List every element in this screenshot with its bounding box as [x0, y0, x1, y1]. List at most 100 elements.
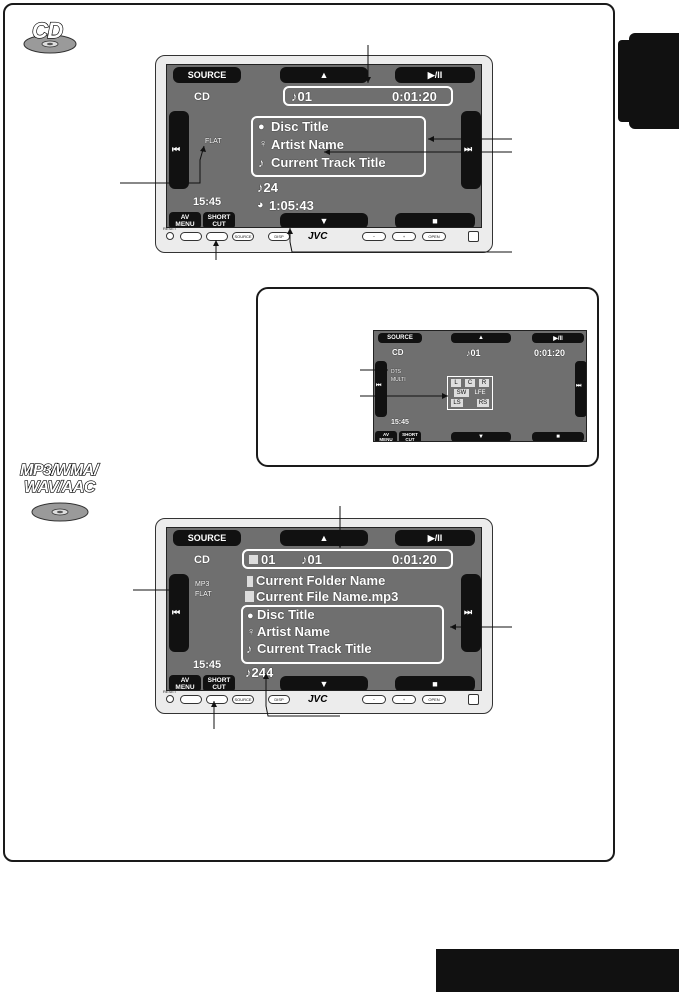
down-button[interactable]: ▼	[280, 676, 368, 690]
channel-ls: LS	[451, 399, 463, 407]
display-button[interactable]: DISP	[268, 695, 290, 704]
source-button[interactable]: SOURCE	[378, 333, 422, 343]
tag-info-box	[241, 605, 444, 664]
stop-icon: ■	[432, 679, 438, 689]
av-menu-label-2: MENU	[175, 683, 195, 691]
source-button[interactable]: SOURCE	[173, 530, 241, 546]
previous-button[interactable]: ⏮	[169, 574, 189, 652]
next-icon: ⏭	[576, 383, 582, 389]
file-icon	[245, 591, 254, 602]
attenuator-button[interactable]	[180, 695, 202, 704]
next-button[interactable]: ⏭	[461, 111, 481, 189]
down-button[interactable]: ▼	[280, 213, 368, 227]
multi-channel-indicator: MULTI	[391, 377, 406, 383]
up-button[interactable]: ▲	[280, 530, 368, 546]
screen-cd: SOURCE ▲ ▶/II CD ♪01 0:01:20 ⏮ ⏭ FLAT ● …	[166, 64, 482, 228]
tilt-button[interactable]	[206, 232, 228, 241]
track-number: ♪01	[291, 89, 312, 104]
av-menu-button[interactable]: AV MENU	[169, 212, 201, 228]
channel-l: L	[451, 379, 461, 387]
down-button[interactable]: ▼	[451, 432, 511, 441]
up-button[interactable]: ▲	[451, 333, 511, 343]
stop-button[interactable]: ■	[532, 432, 584, 441]
folder-track-time-box	[242, 549, 453, 569]
mp3-badge-line2: WAV/AAC	[23, 478, 96, 496]
volume-up-button[interactable]: +	[392, 695, 416, 704]
speaker-channel-grid: L C R SW LFE LS RS	[447, 376, 493, 410]
source-button-label: SOURCE	[187, 533, 227, 543]
callout-line-mp3-total-tracks	[265, 673, 340, 717]
source-button[interactable]: SOURCE	[173, 67, 241, 83]
stop-button[interactable]: ■	[395, 676, 475, 690]
artist-name: Artist Name	[257, 624, 330, 639]
mp3-badge-line1: MP3/WMA/	[19, 461, 99, 479]
reset-button[interactable]	[166, 232, 174, 240]
folder-icon	[249, 555, 258, 564]
total-time: 1:05:43	[269, 198, 314, 213]
volume-down-button[interactable]: −	[362, 232, 386, 241]
short-cut-button[interactable]: SHORT CUT	[399, 431, 421, 442]
reset-button[interactable]	[166, 695, 174, 703]
disc-icon: ●	[247, 610, 254, 622]
clock-time: 15:45	[193, 196, 222, 208]
bezel-source-button[interactable]: SOURCE	[232, 232, 254, 241]
total-tracks: ♪24	[257, 180, 278, 195]
inset-panel	[256, 287, 599, 467]
folder-number: 01	[261, 552, 276, 567]
av-menu-label-2: MENU	[175, 220, 195, 228]
open-button[interactable]: OPEN	[422, 695, 446, 704]
disc-title: Disc Title	[257, 607, 315, 622]
volume-down-button[interactable]: −	[362, 695, 386, 704]
tag-info-box	[251, 116, 426, 177]
bezel-source-label: SOURCE	[234, 234, 252, 239]
display-label: DISP	[274, 697, 284, 702]
screen-mp3: SOURCE ▲ ▶/II CD 01 ♪01 0:01:20 Current …	[166, 527, 482, 691]
source-name: CD	[194, 554, 210, 566]
down-arrow-icon: ▼	[319, 216, 329, 226]
disc-icon	[23, 34, 77, 54]
open-button[interactable]: OPEN	[422, 232, 446, 241]
source-button-label: SOURCE	[387, 335, 413, 341]
previous-button[interactable]: ⏮	[169, 111, 189, 189]
short-cut-button[interactable]: SHORT CUT	[203, 212, 235, 228]
short-cut-label-2: CUT	[405, 437, 415, 442]
short-cut-label-2: CUT	[212, 683, 226, 691]
play-pause-button[interactable]: ▶/II	[395, 530, 475, 546]
open-label: OPEN	[428, 697, 440, 702]
channel-r: R	[479, 379, 489, 387]
play-pause-icon: ▶/II	[427, 532, 443, 543]
elapsed-time: 0:01:20	[392, 552, 437, 567]
eject-button[interactable]	[468, 694, 479, 705]
minus-label: −	[372, 697, 376, 702]
short-cut-button[interactable]: SHORT CUT	[203, 675, 235, 691]
previous-icon: ⏮	[172, 144, 181, 154]
play-pause-button[interactable]: ▶/II	[532, 333, 584, 343]
tilt-button[interactable]	[206, 695, 228, 704]
folder-name: Current Folder Name	[256, 573, 386, 588]
av-menu-label-1: AV	[180, 676, 190, 684]
play-pause-button[interactable]: ▶/II	[395, 67, 475, 83]
up-button[interactable]: ▲	[280, 67, 368, 83]
stop-button[interactable]: ■	[395, 213, 475, 227]
note-icon: ♪	[246, 642, 252, 656]
next-icon: ⏭	[464, 607, 473, 617]
clock-time: 15:45	[193, 659, 222, 671]
previous-button[interactable]: ⏮	[375, 361, 387, 417]
short-cut-label-2: CUT	[212, 220, 226, 228]
next-button[interactable]: ⏭	[575, 361, 586, 417]
av-menu-button[interactable]: AV MENU	[375, 431, 397, 441]
brand-logo: JVC	[308, 231, 328, 242]
source-button-label: SOURCE	[187, 70, 227, 80]
next-button[interactable]: ⏭	[461, 574, 481, 652]
volume-up-button[interactable]: +	[392, 232, 416, 241]
note-icon: ♪	[258, 156, 264, 170]
stop-icon: ■	[556, 434, 560, 440]
bezel-source-button[interactable]: SOURCE	[232, 695, 254, 704]
device-cd: SOURCE ▲ ▶/II CD ♪01 0:01:20 ⏮ ⏭ FLAT ● …	[155, 55, 493, 253]
av-menu-button[interactable]: AV MENU	[169, 675, 201, 691]
attenuator-button[interactable]	[180, 232, 202, 241]
eject-button[interactable]	[468, 231, 479, 242]
disc-icon	[31, 502, 89, 522]
artist-icon: ♀	[247, 626, 256, 638]
